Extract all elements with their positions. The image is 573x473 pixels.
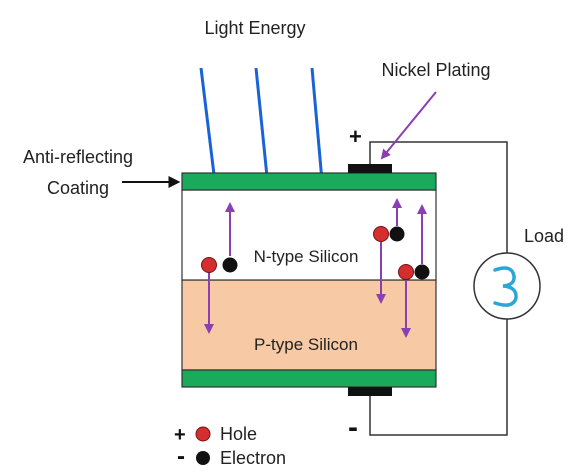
electron	[222, 257, 238, 273]
legend-electron-sign: -	[177, 443, 185, 470]
minus-terminal-sign: -	[348, 411, 358, 444]
legend-hole-label: Hole	[220, 424, 257, 444]
nickel-plating-arrow	[380, 91, 437, 160]
hole	[373, 226, 389, 242]
top-coating	[181, 172, 437, 191]
light-energy-label: Light Energy	[204, 18, 305, 38]
legend: + Hole - Electron	[174, 424, 286, 470]
nickel-plating-label: Nickel Plating	[381, 60, 490, 80]
legend-hole-dot	[195, 426, 211, 442]
hole	[398, 264, 414, 280]
plus-terminal-sign: +	[349, 124, 362, 149]
legend-electron-label: Electron	[220, 448, 286, 468]
bottom-coating	[181, 369, 437, 388]
electron	[414, 264, 430, 280]
legend-electron-dot	[196, 451, 210, 465]
p-type-layer	[181, 279, 437, 371]
load-label: Load	[524, 226, 564, 246]
electron	[389, 226, 405, 242]
anti-reflecting-label-line2: Coating	[47, 178, 109, 198]
hole	[201, 257, 217, 273]
legend-hole-sign: +	[174, 424, 186, 446]
top-contact	[348, 164, 392, 173]
n-type-label: N-type Silicon	[254, 247, 359, 266]
load-symbol-icon	[493, 266, 518, 307]
bottom-contact	[348, 387, 392, 396]
p-type-label: P-type Silicon	[254, 335, 358, 354]
anti-reflecting-label-line1: Anti-reflecting	[23, 147, 133, 167]
